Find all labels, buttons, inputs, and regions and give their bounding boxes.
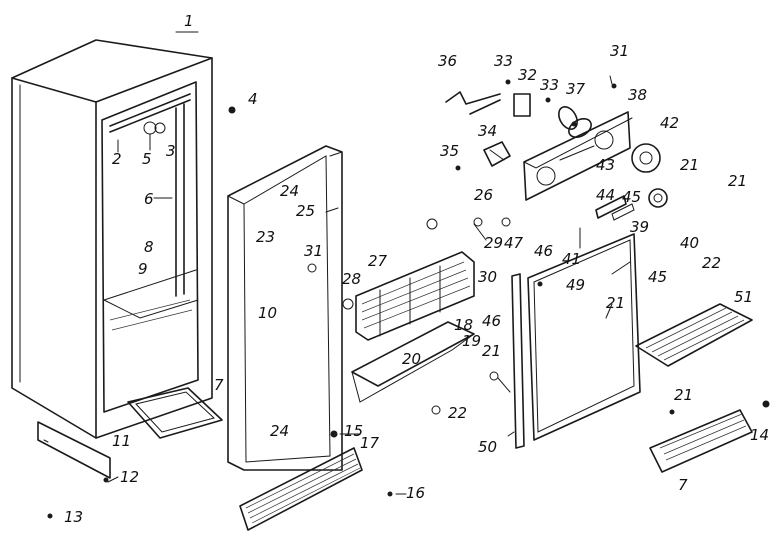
- door-panel: [227, 145, 343, 471]
- label-part-24-bottom: 24: [270, 422, 289, 440]
- label-part-13: 13: [64, 508, 83, 526]
- label-part-28: 28: [342, 270, 361, 288]
- label-part-14: 14: [750, 426, 769, 444]
- bottom-tray: [127, 387, 223, 439]
- label-part-47: 47: [504, 234, 524, 252]
- label-part-46-middle: 46: [482, 312, 501, 330]
- label-part-36: 36: [438, 52, 457, 70]
- label-part-29: 29: [484, 234, 503, 252]
- label-part-8: 8: [144, 238, 154, 256]
- label-part-19: 19: [462, 332, 481, 350]
- fan-blade: [558, 106, 592, 138]
- label-part-6: 6: [144, 190, 154, 208]
- label-part-25: 25: [296, 202, 315, 220]
- control-panel: [523, 111, 633, 201]
- label-part-50: 50: [478, 438, 497, 456]
- thermostat-knob: [631, 143, 661, 173]
- label-part-4: 4: [248, 90, 258, 108]
- switch-set: [595, 195, 635, 221]
- kickplate: [37, 421, 111, 479]
- floor-grille: [649, 409, 753, 473]
- label-part-45-small: 45: [622, 188, 641, 206]
- label-part-39: 39: [630, 218, 649, 236]
- label-part-32: 32: [518, 66, 537, 84]
- label-part-22-right: 22: [702, 254, 721, 272]
- label-part-3: 3: [166, 142, 176, 160]
- cabinet-shelf-rail: [109, 93, 191, 133]
- dial: [648, 188, 668, 208]
- label-part-42: 42: [660, 114, 679, 132]
- label-part-44: 44: [596, 186, 615, 204]
- label-part-18: 18: [454, 316, 473, 334]
- cabinet: [11, 39, 213, 439]
- wire-shelf: [635, 303, 753, 367]
- label-part-1: 1: [184, 12, 194, 30]
- label-part-33-right: 33: [540, 76, 559, 94]
- label-part-7-left: 7: [214, 376, 224, 394]
- label-part-34: 34: [478, 122, 497, 140]
- label-part-20: 20: [402, 350, 421, 368]
- label-part-43: 43: [596, 156, 615, 174]
- label-part-10: 10: [258, 304, 277, 322]
- label-part-46-right: 46: [534, 242, 553, 260]
- label-part-35: 35: [440, 142, 459, 160]
- label-part-40: 40: [680, 234, 699, 252]
- label-part-7-right: 7: [678, 476, 688, 494]
- leader-lines: [107, 31, 631, 495]
- label-part-38: 38: [628, 86, 647, 104]
- label-part-16: 16: [406, 484, 425, 502]
- label-part-21-lower: 21: [674, 386, 693, 404]
- label-part-37: 37: [566, 80, 586, 98]
- label-part-15: 15: [344, 422, 363, 440]
- label-part-23: 23: [256, 228, 275, 246]
- label-part-24-top: 24: [280, 182, 299, 200]
- label-part-21-upper: 21: [680, 156, 699, 174]
- label-part-30: 30: [478, 268, 497, 286]
- grille: [239, 447, 363, 531]
- label-part-45-large: 45: [648, 268, 667, 286]
- small-hardware: [47, 79, 770, 519]
- label-part-22-middle: 22: [448, 404, 467, 422]
- fan-motor: [483, 141, 511, 167]
- label-part-26: 26: [474, 186, 493, 204]
- label-part-21-liner: 21: [606, 294, 625, 312]
- inner-door-liner: [527, 233, 641, 441]
- label-part-2: 2: [112, 150, 122, 168]
- label-part-33-left: 33: [494, 52, 513, 70]
- label-part-11: 11: [112, 432, 131, 450]
- label-part-41: 41: [562, 250, 581, 268]
- label-part-9: 9: [138, 260, 148, 278]
- label-part-31-left: 31: [304, 242, 323, 260]
- label-part-21-middle: 21: [482, 342, 501, 360]
- label-part-12: 12: [120, 468, 139, 486]
- gasket-strip: [511, 273, 525, 449]
- label-part-49: 49: [566, 276, 585, 294]
- label-part-27: 27: [368, 252, 388, 270]
- label-part-21-far: 21: [728, 172, 747, 190]
- drip-trough: [351, 321, 475, 403]
- label-part-5: 5: [142, 150, 152, 168]
- label-part-17: 17: [360, 434, 380, 452]
- evaporator: [355, 251, 475, 341]
- motor: [513, 93, 531, 117]
- fan-bracket: [445, 91, 501, 115]
- label-part-31-top: 31: [610, 42, 629, 60]
- label-part-51: 51: [734, 288, 753, 306]
- part-labels: 1 2 5 3 4 6 8 9 7 11 12 13 10 23 24 25 2…: [64, 12, 769, 526]
